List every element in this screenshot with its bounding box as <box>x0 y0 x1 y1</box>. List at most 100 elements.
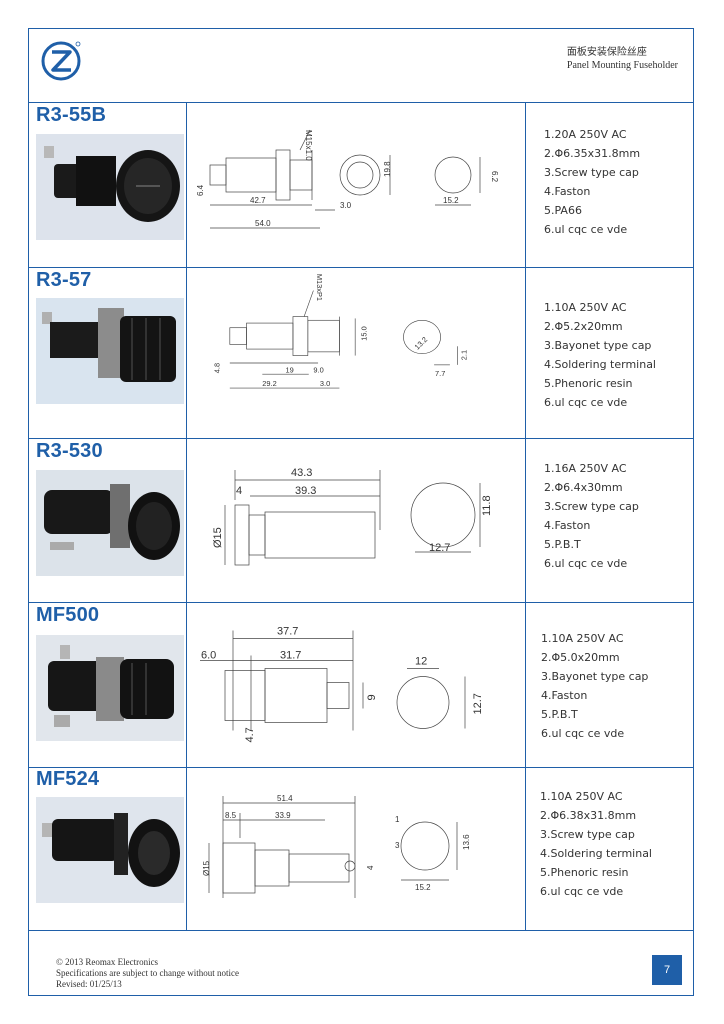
notice-text: Specifications are subject to change wit… <box>56 968 239 978</box>
page-frame <box>28 28 694 996</box>
revised-text: Revised: 01/25/13 <box>56 979 122 989</box>
spec-item: 3.Screw type cap <box>544 166 639 179</box>
dimension-drawing: 37.7 6.0 31.7 9 4.7 12 12.7 <box>200 626 484 743</box>
dim-label: 8.5 <box>225 811 237 820</box>
header-title-cn: 面板安装保险丝座 <box>566 47 647 58</box>
row-divider <box>28 267 694 268</box>
header-divider <box>28 102 694 103</box>
row-divider <box>28 438 694 439</box>
spec-item: 4.Soldering terminal <box>540 847 652 860</box>
spec-item: 5.P.B.T <box>544 538 581 551</box>
dim-label: Ø15 <box>212 527 224 548</box>
spec-item: 5.Phenoric resin <box>540 866 629 879</box>
dimension-drawing: M13xP1 19 9.0 29.2 3.0 4.8 15.0 13.2 7.7… <box>213 274 469 389</box>
z-circle-logo-icon <box>41 41 81 81</box>
product-photo <box>36 298 184 404</box>
dim-label: 43.3 <box>291 467 312 479</box>
spec-item: 1.10A 250V AC <box>544 301 627 314</box>
specs-column-divider <box>525 102 526 930</box>
dim-label: M15x1.0 <box>304 130 313 161</box>
model-title: R3-55B <box>36 104 107 126</box>
spec-list: 1.16A 250V AC 2.Φ6.4x30mm 3.Screw type c… <box>544 459 639 573</box>
spec-item: 1.10A 250V AC <box>540 790 623 803</box>
dim-label: 6.0 <box>201 650 216 662</box>
product-photo <box>36 797 184 903</box>
dim-label: 3.0 <box>340 201 352 210</box>
model-title: MF524 <box>36 768 100 790</box>
dim-label: 42.7 <box>250 196 266 205</box>
dim-label: 1 <box>395 815 400 824</box>
header-title: 面板安装保险丝座 Panel Mounting Fuseholder <box>567 46 678 72</box>
dim-label: 54.0 <box>255 219 271 228</box>
dimension-drawing: 51.4 8.5 33.9 Ø15 4 1 3 13.6 15.2 <box>202 794 471 898</box>
spec-item: 1.16A 250V AC <box>544 462 627 475</box>
spec-item: 6.ul cqc ce vde <box>544 223 628 236</box>
dim-label: 12.7 <box>472 693 484 714</box>
spec-item: 4.Faston <box>544 185 591 198</box>
spec-item: 1.20A 250V AC <box>544 128 627 141</box>
dim-label: 6.2 <box>490 171 499 183</box>
model-title: MF500 <box>36 604 100 626</box>
dim-label: 3 <box>395 841 400 850</box>
product-photo <box>36 134 184 240</box>
dim-label: 15.2 <box>415 883 431 892</box>
dim-label: 4 <box>236 485 242 497</box>
dim-label: 19.8 <box>383 161 392 177</box>
dim-label: 31.7 <box>280 650 301 662</box>
dim-label: 15.2 <box>443 196 459 205</box>
model-title: R3-530 <box>36 440 103 462</box>
dim-label: 12 <box>415 656 427 668</box>
dim-label: 19 <box>286 365 294 374</box>
spec-item: 6.ul cqc ce vde <box>544 396 628 409</box>
spec-item: 2.Φ5.2x20mm <box>544 320 623 333</box>
product-photo <box>36 470 184 576</box>
photo-column-divider <box>186 102 187 930</box>
dim-label: 9 <box>366 694 378 700</box>
spec-item: 3.Bayonet type cap <box>544 339 652 352</box>
spec-list: 1.20A 250V AC 2.Φ6.35x31.8mm 3.Screw typ… <box>544 125 640 239</box>
spec-item: 2.Φ6.35x31.8mm <box>544 147 641 160</box>
page-number: 7 <box>652 955 682 985</box>
dim-label: 7.7 <box>435 369 445 378</box>
dim-label: 37.7 <box>277 626 298 638</box>
header-title-en: Panel Mounting Fuseholder <box>566 60 678 71</box>
spec-item: 6.ul cqc ce vde <box>544 557 628 570</box>
dim-label: 33.9 <box>275 811 291 820</box>
spec-list: 1.10A 250V AC 2.Φ5.2x20mm 3.Bayonet type… <box>544 298 656 412</box>
dim-label: 13.6 <box>462 834 471 850</box>
dim-label: 4.8 <box>213 363 222 373</box>
spec-item: 2.Φ6.4x30mm <box>544 481 623 494</box>
dim-label: 3.0 <box>320 379 330 388</box>
dim-label: 15.0 <box>359 326 368 340</box>
dim-label: Ø15 <box>202 860 211 876</box>
dim-label: 9.0 <box>313 365 323 374</box>
spec-item: 5.Phenoric resin <box>544 377 633 390</box>
product-photo <box>36 635 184 741</box>
spec-item: 5.PA66 <box>544 204 582 217</box>
dim-label: 4 <box>366 865 375 870</box>
model-title: R3-57 <box>36 269 92 291</box>
dim-label: 13.2 <box>413 335 430 352</box>
dim-label: 12.7 <box>429 542 450 554</box>
dim-label: 4.7 <box>244 727 256 742</box>
spec-item: 3.Screw type cap <box>544 500 639 513</box>
dim-label: 51.4 <box>277 794 293 803</box>
spec-item: 4.Faston <box>541 689 588 702</box>
dim-label: 39.3 <box>295 485 316 497</box>
dim-label: 2.1 <box>460 350 469 360</box>
spec-item: 6.ul cqc ce vde <box>540 885 624 898</box>
footer-divider <box>28 930 694 931</box>
dim-label: 11.8 <box>481 495 493 516</box>
copyright-text: © 2013 Reomax Electronics <box>56 957 159 967</box>
spec-item: 4.Faston <box>544 519 591 532</box>
spec-item: 6.ul cqc ce vde <box>541 727 625 740</box>
dimension-drawing: M15x1.0 42.7 54.0 3.0 6.4 19.8 15.2 6.2 <box>196 129 499 229</box>
spec-item: 1.10A 250V AC <box>541 632 624 645</box>
spec-item: 2.Φ6.38x31.8mm <box>540 809 637 822</box>
spec-item: 3.Bayonet type cap <box>541 670 649 683</box>
spec-item: 2.Φ5.0x20mm <box>541 651 620 664</box>
dim-label: 29.2 <box>262 379 276 388</box>
spec-list: 1.10A 250V AC 2.Φ5.0x20mm 3.Bayonet type… <box>541 629 648 743</box>
dim-label: M13xP1 <box>315 274 324 301</box>
dimension-drawing: 43.3 4 39.3 Ø15 11.8 12.7 <box>212 467 493 566</box>
